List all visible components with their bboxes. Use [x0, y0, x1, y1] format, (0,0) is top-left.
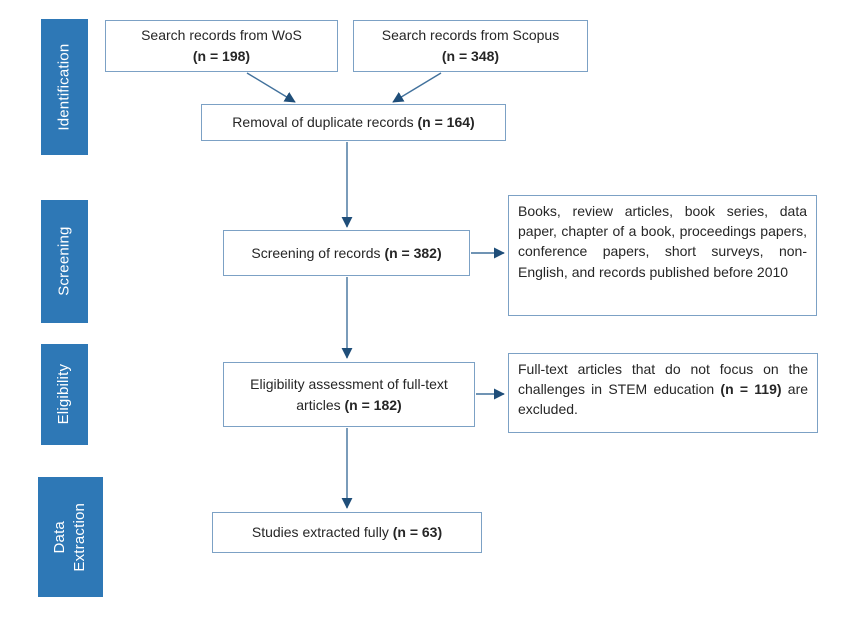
- box-studies-extracted: Studies extracted fully (n = 63): [212, 512, 482, 553]
- box-eligibility-assessment-label: Eligibility assessment of full-text arti…: [250, 375, 448, 413]
- arrow-scopus-to-duplicates: [392, 72, 442, 103]
- box-duplicate-removal-count: (n = 164): [417, 114, 475, 130]
- stage-data-extraction-label: Data Extraction: [51, 502, 89, 572]
- box-search-wos: Search records from WoS (n = 198): [105, 20, 338, 72]
- stage-data-extraction: Data Extraction: [38, 477, 103, 597]
- stage-identification-label: Identification: [55, 43, 73, 131]
- box-search-scopus: Search records from Scopus (n = 348): [353, 20, 588, 72]
- stage-eligibility-label: Eligibility: [55, 364, 73, 425]
- box-eligibility-exclusions-text-before: Full-text articles that do not focus on …: [518, 361, 808, 398]
- box-studies-extracted-count: (n = 63): [392, 524, 443, 540]
- box-eligibility-exclusions-count: (n = 119): [720, 381, 782, 398]
- box-screening-exclusions-text: Books, review articles, book series, dat…: [518, 203, 807, 280]
- box-search-scopus-label: Search records from Scopus: [381, 27, 560, 43]
- stage-eligibility: Eligibility: [41, 344, 88, 445]
- stage-screening: Screening: [41, 200, 88, 323]
- box-eligibility-assessment-text: Eligibility assessment of full-text arti…: [232, 374, 466, 416]
- box-duplicate-removal-label: Removal of duplicate records: [232, 114, 414, 130]
- box-search-wos-count: (n = 198): [192, 48, 251, 64]
- box-eligibility-assessment-count: (n = 182): [344, 396, 402, 413]
- box-screening-exclusions: Books, review articles, book series, dat…: [508, 195, 817, 316]
- box-studies-extracted-label: Studies extracted fully: [251, 524, 389, 540]
- box-search-scopus-count: (n = 348): [441, 48, 500, 64]
- box-duplicate-removal-text: Removal of duplicate records (n = 164): [232, 112, 474, 133]
- box-studies-extracted-text: Studies extracted fully (n = 63): [252, 522, 442, 543]
- arrow-wos-to-duplicates: [246, 72, 296, 103]
- stage-identification: Identification: [41, 19, 88, 155]
- box-screening-text: Screening of records (n = 382): [251, 243, 441, 264]
- box-duplicate-removal: Removal of duplicate records (n = 164): [201, 104, 506, 141]
- box-screening-label: Screening of records: [251, 244, 381, 261]
- stage-screening-label: Screening: [55, 226, 73, 297]
- box-search-wos-label: Search records from WoS: [141, 27, 302, 43]
- box-screening: Screening of records (n = 382): [223, 230, 470, 276]
- box-screening-count: (n = 382): [384, 244, 442, 261]
- box-eligibility-exclusions-text-after: are excluded.: [518, 381, 809, 418]
- box-eligibility-assessment: Eligibility assessment of full-text arti…: [223, 362, 475, 427]
- box-eligibility-exclusions: Full-text articles that do not focus on …: [508, 353, 818, 433]
